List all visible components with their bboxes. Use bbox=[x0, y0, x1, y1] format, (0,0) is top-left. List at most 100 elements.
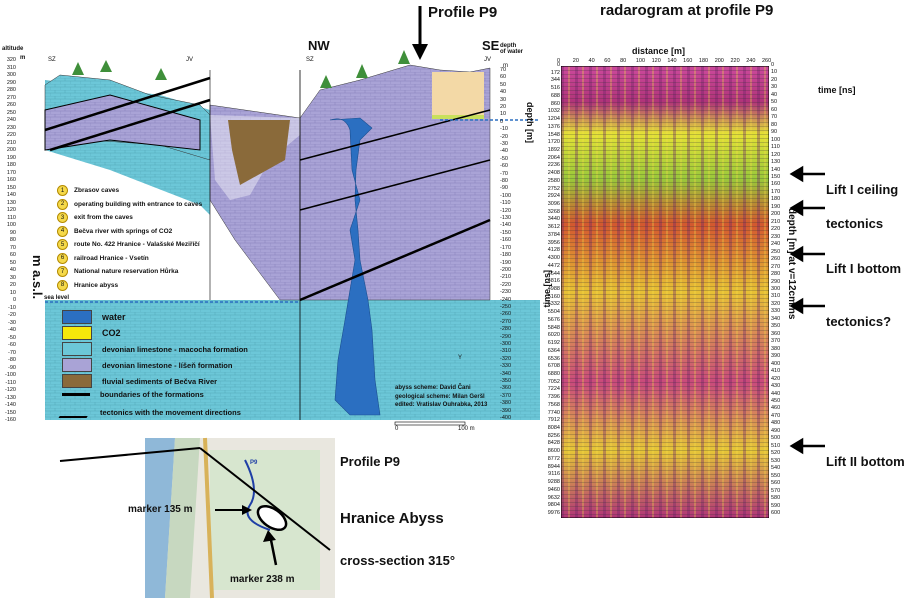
tick-label: -30 bbox=[500, 141, 508, 148]
tick-label: 9976 bbox=[547, 510, 560, 516]
tick-label: 6020 bbox=[547, 332, 560, 339]
sea-level-label: sea level bbox=[44, 295, 70, 301]
tick-label: 9116 bbox=[548, 471, 560, 478]
legend-swatch bbox=[62, 342, 92, 356]
tick-label: 410 bbox=[771, 368, 781, 375]
tick-label: 9632 bbox=[547, 494, 560, 501]
map-marker-135: marker 135 m bbox=[128, 504, 193, 515]
tick-label: 3956 bbox=[547, 239, 560, 246]
tick-label: 140 bbox=[771, 166, 781, 173]
tick-label: 180 bbox=[6, 162, 16, 168]
scale-end: 100 m bbox=[458, 426, 475, 432]
tick-label: 530 bbox=[771, 457, 781, 464]
tick-label: 7740 bbox=[547, 409, 560, 416]
swatch-legend-item: CO2 bbox=[60, 326, 121, 340]
tick-label: -140 bbox=[4, 402, 16, 408]
profile-p9-top: Profile P9 bbox=[428, 4, 498, 21]
radar-time-right: time [ns] bbox=[818, 85, 856, 95]
radar-distance-label: distance [m] bbox=[632, 46, 686, 56]
annotation-tectonics: tectonics bbox=[826, 216, 884, 231]
tick-label: -190 bbox=[500, 259, 512, 266]
tick-label: 7224 bbox=[547, 386, 560, 393]
tick-label: -80 bbox=[500, 178, 508, 185]
radar-time-left: time [ns] bbox=[542, 270, 552, 308]
radar-title: radarogram at profile P9 bbox=[600, 2, 774, 19]
tick-label: -390 bbox=[500, 407, 512, 414]
tick-label: 0 bbox=[771, 62, 775, 68]
tick-label: 2752 bbox=[547, 185, 560, 192]
tick-label: 330 bbox=[771, 308, 781, 315]
tick-label: -290 bbox=[500, 333, 512, 340]
legend-number-badge: 1 bbox=[57, 185, 68, 196]
tick-label: -70 bbox=[8, 349, 16, 356]
credit-line: abyss scheme: David Čani bbox=[395, 385, 471, 391]
tick-label: 120 bbox=[771, 151, 781, 158]
tick-label: 200 bbox=[771, 211, 781, 218]
tick-label: -30 bbox=[8, 319, 16, 326]
distance-tick-label: 220 bbox=[730, 58, 740, 64]
tick-label: -370 bbox=[500, 392, 512, 399]
depth-m-label: depth [m] bbox=[525, 102, 535, 143]
tick-label: 2408 bbox=[547, 170, 560, 177]
tick-label: 470 bbox=[771, 412, 781, 419]
tick-label: 1032 bbox=[547, 108, 560, 115]
legend-swatch bbox=[62, 374, 92, 388]
distance-tick-label: 260 bbox=[762, 58, 772, 64]
tick-label: 70 bbox=[771, 114, 778, 121]
tick-label: 340 bbox=[771, 315, 781, 322]
tick-label: 460 bbox=[771, 405, 781, 412]
legend-number-badge: 3 bbox=[57, 212, 68, 223]
tick-label: 240 bbox=[6, 117, 16, 123]
tick-label: 1548 bbox=[547, 131, 560, 138]
distance-tick-label: 0 bbox=[557, 58, 561, 64]
tick-label: 500 bbox=[771, 435, 781, 442]
tick-label: -360 bbox=[500, 385, 512, 392]
tick-label: 6364 bbox=[547, 347, 560, 354]
tick-label: -160 bbox=[500, 237, 512, 244]
tick-label: -120 bbox=[4, 387, 16, 393]
tick-label: -140 bbox=[500, 222, 512, 229]
tick-label: 200 bbox=[6, 147, 16, 153]
radarogram-image bbox=[561, 66, 769, 518]
distance-tick-label: 200 bbox=[714, 58, 724, 64]
tick-label: -300 bbox=[500, 340, 512, 347]
tick-label: 400 bbox=[771, 360, 781, 367]
distance-tick-label: 60 bbox=[604, 58, 611, 64]
tick-label: 440 bbox=[771, 390, 781, 397]
tick-label: -150 bbox=[4, 409, 16, 416]
tick-label: 120 bbox=[6, 207, 16, 213]
tick-label: 344 bbox=[550, 77, 560, 84]
legend-number-badge: 6 bbox=[57, 252, 68, 264]
y-marker: Y bbox=[458, 355, 463, 361]
tick-label: 40 bbox=[500, 89, 507, 96]
tick-label: -260 bbox=[500, 311, 512, 318]
tick-label: 320 bbox=[771, 300, 781, 307]
tick-label: 3784 bbox=[547, 231, 560, 238]
tick-label: -230 bbox=[500, 289, 512, 296]
map-marker-238: marker 238 m bbox=[230, 574, 295, 585]
legend-swatch-label: boundaries of the formations bbox=[100, 390, 204, 399]
depth-of-water-title: depth of water bbox=[500, 43, 524, 55]
tick-label: -240 bbox=[500, 296, 512, 303]
map-profile-label: Profile P9 bbox=[340, 454, 400, 469]
tick-label: -20 bbox=[500, 133, 508, 140]
location-map bbox=[59, 437, 335, 599]
swatch-legend-item: devonian limestone - macocha formation bbox=[60, 342, 248, 356]
distance-tick-label: 240 bbox=[746, 58, 756, 64]
tick-label: 8428 bbox=[547, 440, 560, 447]
tick-label: 260 bbox=[6, 102, 16, 108]
unit-m-left: m bbox=[20, 55, 26, 61]
tick-label: 260 bbox=[771, 256, 781, 263]
distance-tick-label: 160 bbox=[683, 58, 693, 64]
tick-label: 230 bbox=[6, 124, 16, 131]
tick-label: 2236 bbox=[547, 162, 560, 169]
tick-label: 1892 bbox=[547, 146, 560, 153]
legend-item-label: operating building with entrance to cave… bbox=[74, 200, 203, 208]
tick-label: 9804 bbox=[547, 502, 560, 509]
tick-label: 40 bbox=[771, 91, 778, 98]
tick-label: 4300 bbox=[547, 255, 560, 262]
distance-tick-label: 80 bbox=[620, 58, 627, 64]
tick-label: 170 bbox=[771, 188, 781, 195]
